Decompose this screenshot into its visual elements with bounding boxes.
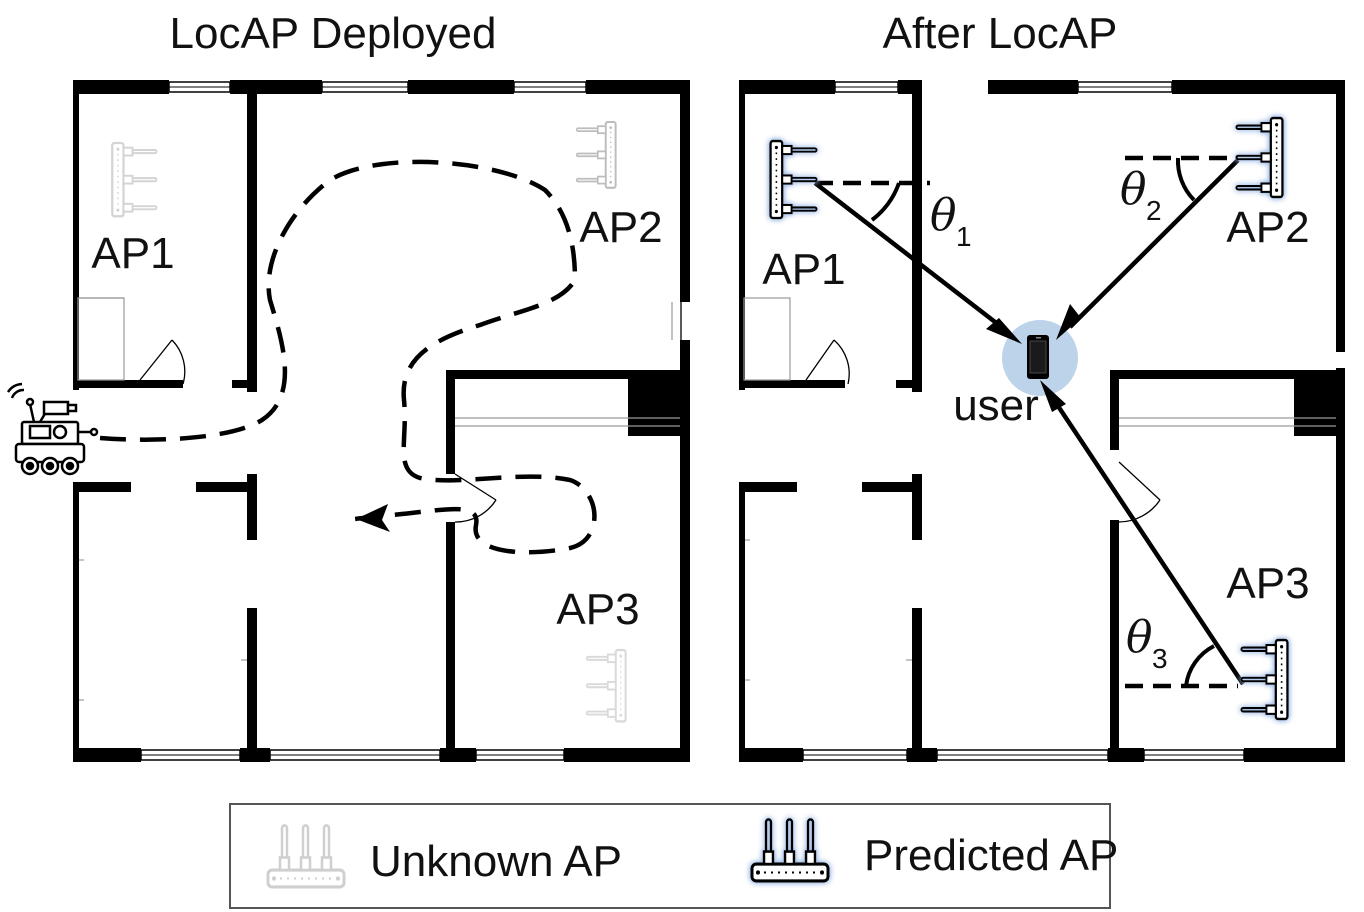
- theta2-symbol: θ: [1120, 164, 1147, 215]
- robot-icon: [6, 382, 99, 476]
- left-ap2-label: AP2: [579, 203, 662, 252]
- theta1-symbol: θ: [930, 190, 957, 241]
- unknown-ap-1-icon: [111, 141, 158, 218]
- theta3-arc: [1184, 644, 1215, 687]
- theta1-arc: [870, 182, 901, 222]
- left-floor-plan: AP1 AP2 AP3: [6, 80, 690, 762]
- left-ap3-label: AP3: [556, 585, 639, 634]
- unknown-ap-2-icon: [575, 120, 617, 189]
- user-label: user: [953, 381, 1039, 430]
- right-ap1-label: AP1: [762, 245, 845, 294]
- unknown-ap-3-icon: [585, 648, 627, 723]
- left-ap1-label: AP1: [91, 229, 174, 278]
- legend: Unknown AP Predicted AP: [229, 803, 1118, 909]
- left-panel-title: LocAP Deployed: [170, 9, 497, 58]
- theta1-subscript: 1: [956, 221, 972, 252]
- legend-predicted-label: Predicted AP: [864, 831, 1118, 880]
- predicted-ap-3-icon: [1240, 638, 1289, 721]
- right-ap3-label: AP3: [1226, 559, 1309, 608]
- theta2-subscript: 2: [1146, 195, 1162, 226]
- arrow-ap2-head: [1056, 304, 1081, 340]
- theta3-subscript: 3: [1152, 643, 1168, 674]
- theta2-arc: [1175, 157, 1196, 202]
- right-panel-title: After LocAP: [883, 9, 1118, 58]
- trajectory-arrowhead: [356, 504, 390, 532]
- phone-icon: [1027, 335, 1049, 379]
- robot-trajectory: [99, 159, 597, 555]
- theta3-symbol: θ: [1126, 612, 1153, 663]
- right-floor-plan: AP1 AP2 AP3 user θ 1 θ 2 θ 3: [739, 80, 1345, 762]
- predicted-ap-2-icon: [1235, 116, 1284, 199]
- arrow-ap1-head: [986, 318, 1022, 344]
- legend-unknown-label: Unknown AP: [370, 837, 622, 886]
- predicted-ap-1-icon: [769, 139, 818, 220]
- arrow-ap3-head: [1040, 380, 1066, 412]
- right-ap2-label: AP2: [1226, 203, 1309, 252]
